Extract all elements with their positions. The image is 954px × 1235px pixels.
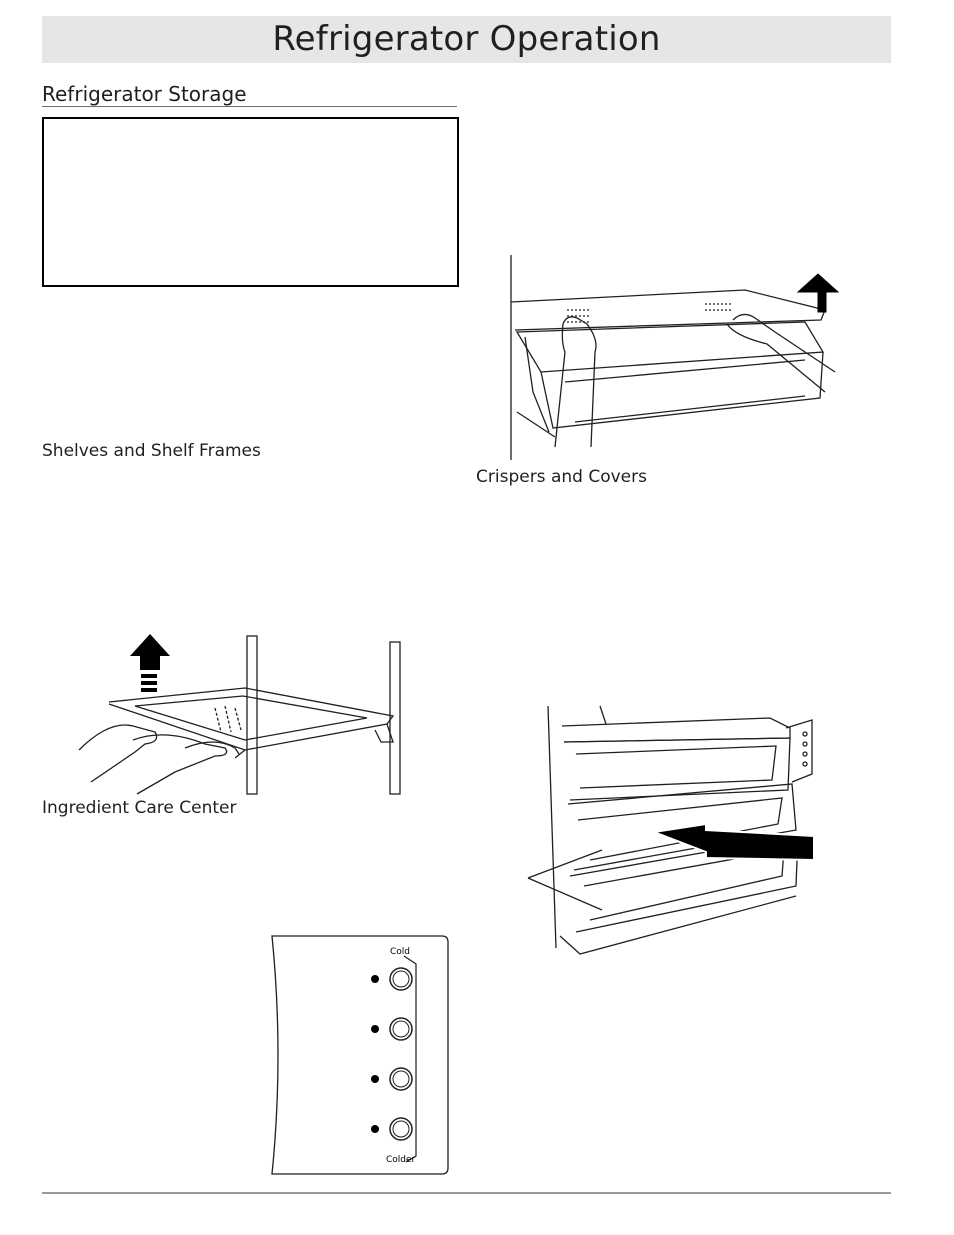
dial-button[interactable] [371, 1067, 413, 1091]
page-title-bar: Refrigerator Operation [42, 16, 891, 63]
crisper-cover-illustration [510, 255, 840, 460]
footer-rule [42, 1192, 891, 1194]
section-heading: Refrigerator Storage [42, 82, 457, 107]
pull-arrow-icon [650, 822, 815, 862]
humidity-control-panel: Cold Colder [271, 935, 449, 1175]
caption-crispers: Crispers and Covers [476, 467, 647, 487]
dial-button[interactable] [371, 1017, 413, 1041]
dial-button[interactable] [371, 967, 413, 991]
ingredient-care-center-illustration [527, 705, 815, 955]
caption-shelves: Shelves and Shelf Frames [42, 441, 261, 461]
notice-box [42, 117, 459, 287]
colder-label: Colder [386, 1155, 416, 1165]
up-arrow-icon [796, 273, 840, 313]
dial-button[interactable] [371, 1117, 413, 1141]
section-heading-text: Refrigerator Storage [42, 82, 247, 106]
caption-ingredient: Ingredient Care Center [42, 798, 237, 818]
page-title: Refrigerator Operation [272, 19, 661, 59]
up-arrow-icon [130, 634, 170, 692]
cold-label: Cold [390, 947, 410, 957]
shelf-illustration [78, 634, 401, 795]
